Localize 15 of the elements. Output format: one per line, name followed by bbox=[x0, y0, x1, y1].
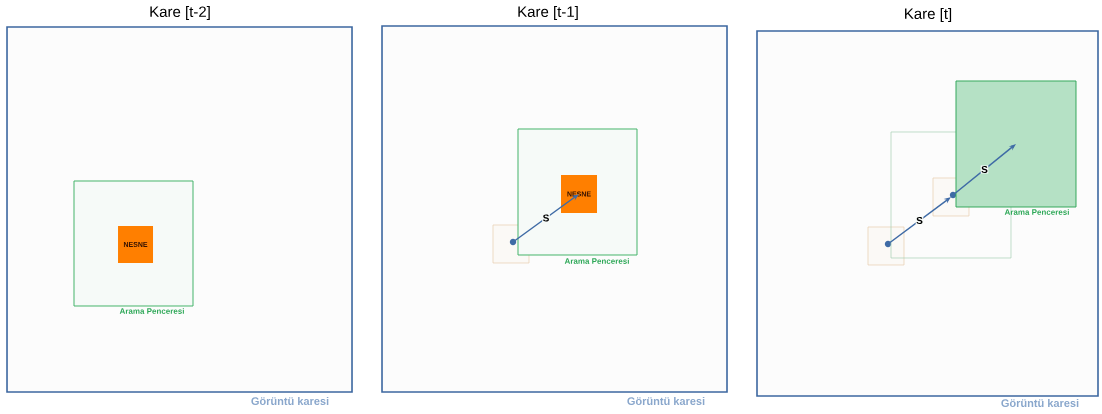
arrow bbox=[887, 197, 951, 245]
window-label: Arama Penceresi bbox=[119, 308, 184, 314]
frame-title: Kare [t] bbox=[905, 8, 952, 22]
edge-label: S bbox=[980, 165, 989, 174]
window-label: Arama Penceresi bbox=[1004, 209, 1069, 215]
edge-label: S bbox=[915, 216, 924, 225]
frame-caption: Görüntü karesi bbox=[1001, 398, 1079, 408]
frame-title: Kare [t-1] bbox=[518, 6, 578, 20]
arrow bbox=[512, 194, 579, 243]
frame-caption: Görüntü karesi bbox=[627, 396, 705, 406]
window-label: Arama Penceresi bbox=[564, 258, 629, 264]
frame-title: Kare [t-2] bbox=[150, 6, 210, 20]
edge-label: S bbox=[542, 213, 550, 223]
arrow bbox=[952, 144, 1016, 196]
frame-caption: Görüntü karesi bbox=[251, 396, 329, 406]
